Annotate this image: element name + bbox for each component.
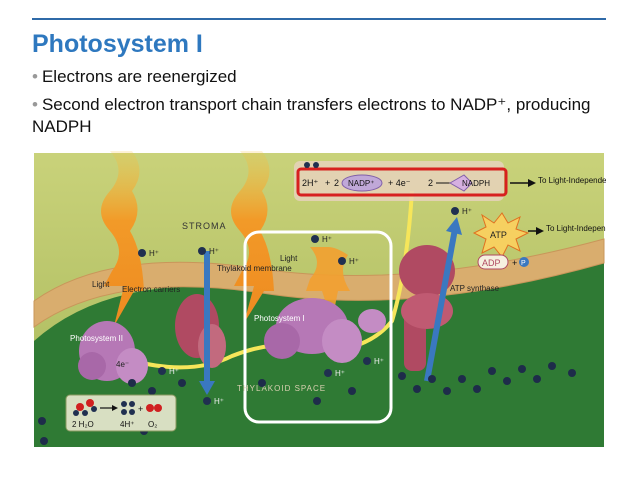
atp-synthase-label: ATP synthase bbox=[450, 284, 500, 293]
electron-carriers-label: Electron carriers bbox=[122, 285, 180, 294]
equation-2h: 2H⁺ bbox=[302, 178, 319, 188]
equation-electrons: + 4e⁻ bbox=[388, 178, 411, 188]
equation-plus: + bbox=[325, 178, 330, 188]
equation-nadph: NADPH bbox=[462, 179, 490, 188]
phosphate-label: P bbox=[521, 260, 526, 267]
photosystem-i bbox=[264, 298, 386, 363]
phosphate-dot bbox=[519, 257, 529, 267]
to-light-independent-1: To Light-Independent Reactions bbox=[538, 176, 606, 185]
slide-title: Photosystem I bbox=[32, 30, 203, 58]
h-ion-label: H⁺ bbox=[149, 249, 159, 258]
atp-star bbox=[472, 212, 530, 258]
lumen-proton-dots bbox=[38, 362, 576, 445]
water-plus: + bbox=[138, 404, 143, 414]
h-ion-label: H⁺ bbox=[349, 257, 359, 266]
adp-label: ADP bbox=[482, 258, 501, 268]
h-ion-label: H⁺ bbox=[462, 207, 472, 216]
bullet-dot: • bbox=[32, 67, 38, 86]
adp-pill bbox=[477, 254, 509, 270]
photosystem-i-label: Photosystem I bbox=[254, 314, 305, 323]
produced-protons bbox=[121, 401, 135, 415]
light-beam-2 bbox=[231, 151, 274, 323]
top-rule bbox=[32, 18, 606, 20]
stroma-label: STROMA bbox=[182, 221, 227, 231]
equation-coef: 2 bbox=[334, 178, 339, 188]
nadph-star bbox=[448, 174, 473, 192]
adp-plus: + bbox=[512, 258, 517, 268]
proton-dot bbox=[304, 162, 310, 168]
water-split-arrow-head bbox=[112, 405, 118, 411]
to-light-independent-line1: To Light-Independent Reactions bbox=[538, 176, 606, 185]
oxygen-atom bbox=[146, 404, 154, 412]
oxygen-atom bbox=[154, 404, 162, 412]
oxygen-label: O₂ bbox=[148, 420, 157, 429]
h-ion-label: H⁺ bbox=[322, 235, 332, 244]
h-ion-label: H⁺ bbox=[374, 357, 384, 366]
photosystem-i-highlight bbox=[243, 230, 393, 424]
bullet-1: •Electrons are reenergized bbox=[32, 66, 612, 88]
equation-arrow-coef: 2 bbox=[428, 178, 433, 188]
nadp-molecule bbox=[341, 174, 383, 192]
proton-dot bbox=[313, 162, 319, 168]
protons-label: 4H⁺ bbox=[120, 420, 134, 429]
to-light-independent-2: To Light-Independent Reactions bbox=[546, 224, 606, 233]
proton-arrow-up bbox=[424, 228, 458, 382]
atp-label: ATP bbox=[490, 230, 507, 240]
water-label: 2 H₂O bbox=[72, 420, 94, 429]
water-molecules bbox=[73, 399, 97, 416]
photosystem-diagram: 2H⁺ + 2 NADP⁺ + 4e⁻ 2 NADPH To Light-Ind… bbox=[32, 151, 606, 449]
h-ion-label: H⁺ bbox=[335, 369, 345, 378]
equation-nadp: NADP⁺ bbox=[348, 179, 374, 188]
proton-arrow-down-head bbox=[199, 381, 215, 395]
to-reactions-arrow-2-head bbox=[536, 227, 544, 235]
four-electrons-label: 4e⁻ bbox=[116, 360, 129, 369]
light-beam-3 bbox=[306, 247, 350, 321]
h-ion-label: H⁺ bbox=[209, 247, 219, 256]
bullet-dot: • bbox=[32, 95, 38, 114]
bullet-2-text: Second electron transport chain transfer… bbox=[32, 95, 591, 136]
equation-bar bbox=[294, 161, 504, 201]
bullet-1-text: Electrons are reenergized bbox=[41, 67, 237, 86]
nadph-highlight-box bbox=[296, 167, 508, 197]
bullet-2: •Second electron transport chain transfe… bbox=[32, 94, 612, 138]
light-label-2: Light bbox=[280, 254, 298, 263]
light-beam-1 bbox=[101, 151, 144, 326]
h-ion-label: H⁺ bbox=[169, 367, 179, 376]
h-ion-group: H⁺ H⁺ H⁺ H⁺ H⁺ H⁺ H⁺ H⁺ H⁺ bbox=[138, 207, 472, 406]
light-label-1: Light bbox=[92, 280, 110, 289]
h-ion-label: H⁺ bbox=[214, 397, 224, 406]
photosystem-ii bbox=[78, 321, 148, 384]
to-reactions-arrow-1-head bbox=[528, 179, 536, 187]
proton-arrow-up-head bbox=[446, 217, 462, 235]
photosystem-ii-label: Photosystem II bbox=[70, 334, 123, 343]
thylakoid-membrane-label: Thylakoid membrane bbox=[217, 264, 292, 273]
thylakoid-space-label: THYLAKOID SPACE bbox=[237, 384, 326, 393]
